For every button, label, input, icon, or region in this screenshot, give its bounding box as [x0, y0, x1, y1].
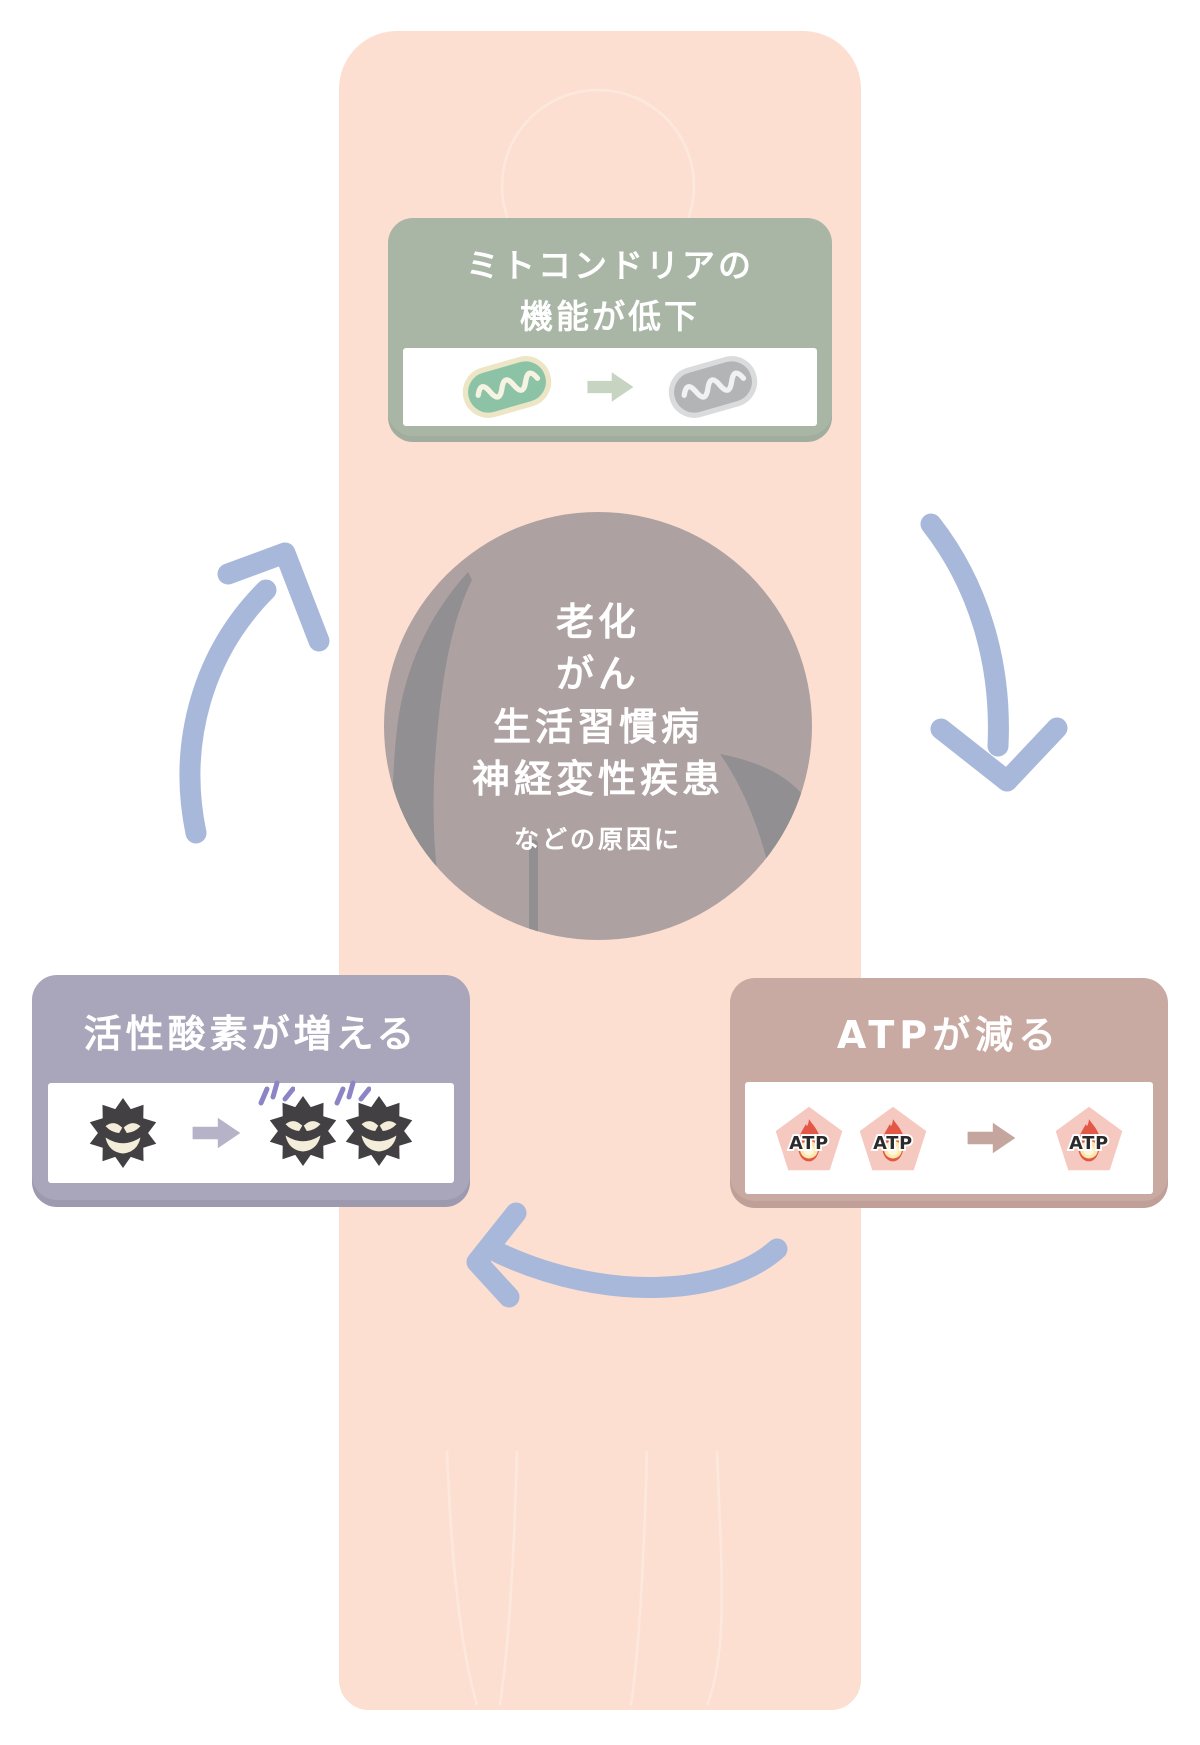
reactive-oxygen-box-title: 活性酸素が増える — [83, 1012, 419, 1056]
atp-box-title: ATPが減る — [836, 1013, 1062, 1057]
atp-panel: ATP ATP ATP — [745, 1082, 1153, 1194]
reactive-oxygen-box: 活性酸素が増える — [32, 975, 470, 1207]
consequences-circle-graphic — [384, 512, 812, 940]
consequences-text: 老化 がん 生活習慣病 神経変性疾患 などの原因に — [384, 512, 812, 940]
atp-label: ATP — [789, 1133, 829, 1153]
consequences-note: などの原因に — [513, 824, 682, 854]
arrow-right-icon — [587, 372, 634, 402]
reactive-oxygen-with-sparkle — [258, 1080, 341, 1173]
reactive-oxygen-icon — [345, 1096, 413, 1166]
atp-icon: ATP — [859, 1106, 927, 1170]
degraded-mitochondrion-icon — [668, 356, 758, 418]
consequence-cancer: がん — [555, 652, 640, 697]
sparkle-icon — [258, 1080, 295, 1106]
consequence-lifestyle-disease: 生活習慣病 — [492, 704, 703, 749]
circle-background — [384, 512, 812, 940]
reactive-oxygen-panel — [48, 1080, 454, 1183]
arrow-right-icon — [192, 1117, 241, 1149]
mitochondria-panel — [403, 348, 817, 426]
leg-outline — [705, 1450, 724, 1706]
leg-outline — [498, 1450, 519, 1706]
atp-icon: ATP — [775, 1106, 843, 1170]
leg-outline — [629, 1450, 649, 1706]
sparkle-icon — [334, 1080, 371, 1106]
cycle-arrow-right — [920, 513, 1009, 757]
healthy-mitochondrion-icon — [462, 356, 552, 418]
atp-label: ATP — [873, 1133, 913, 1153]
cycle-arrow-right-head — [930, 717, 1068, 792]
atp-label: ATP — [1069, 1133, 1109, 1153]
mitochondria-box: ミトコンドリアの 機能が低下 — [388, 218, 832, 442]
consequences-circle: 老化 がん 生活習慣病 神経変性疾患 などの原因に — [384, 512, 812, 940]
circle-shade-line — [529, 840, 538, 940]
mitochondria-box-title-line1: ミトコンドリアの — [466, 246, 754, 285]
consequence-neurodegeneration: 神経変性疾患 — [471, 757, 724, 802]
atp-icon: ATP — [1055, 1106, 1123, 1170]
reactive-oxygen-icon — [269, 1096, 337, 1166]
cycle-arrow-left-head — [217, 542, 330, 652]
leg-outline — [445, 1450, 479, 1706]
arrow-right-icon — [967, 1122, 1016, 1154]
consequence-aging: 老化 — [555, 600, 640, 644]
mitochondria-box-title-line2: 機能が低下 — [520, 297, 700, 337]
cycle-arrow-left — [179, 579, 277, 844]
mitochondria-box-title: ミトコンドリアの 機能が低下 — [388, 218, 832, 342]
atp-box: ATPが減る ATP ATP — [730, 978, 1168, 1208]
reactive-oxygen-icon — [89, 1098, 157, 1168]
reactive-oxygen-with-sparkle — [334, 1080, 417, 1173]
